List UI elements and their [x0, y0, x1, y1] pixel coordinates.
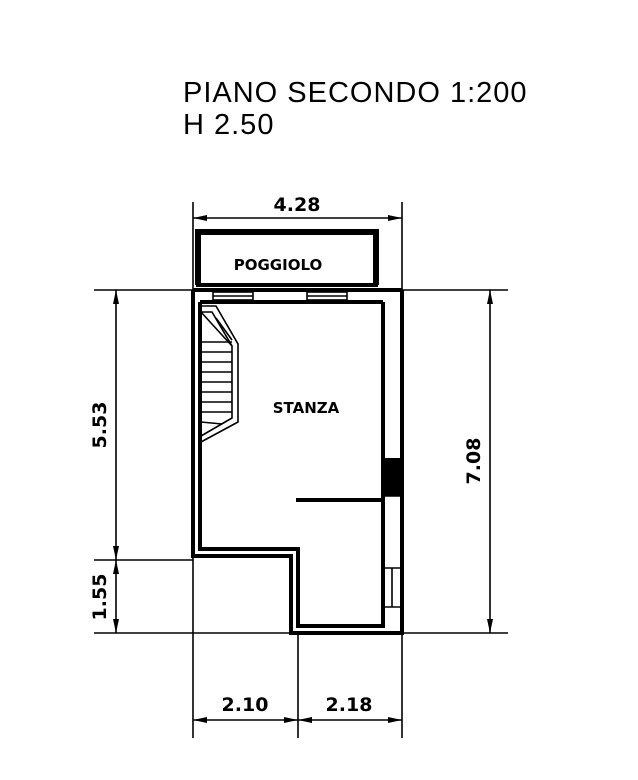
dimension-left-lower: 1.55	[89, 560, 119, 633]
balcony-label: POGGIOLO	[234, 256, 322, 274]
plan-title: PIANO SECONDO 1:200	[183, 77, 528, 109]
dimension-left-upper-label: 5.53	[89, 402, 111, 449]
balcony: POGGIOLO	[195, 229, 379, 287]
dimension-left-upper: 5.53	[89, 290, 119, 560]
dimension-top-width: 4.28	[192, 194, 403, 560]
dimension-bottom: 2.10 2.18	[192, 560, 403, 738]
building-walls	[191, 288, 404, 635]
plan-height-label: H 2.50	[183, 109, 274, 141]
room-label-stanza: STANZA	[273, 399, 340, 417]
dimension-bottom-right-label: 2.18	[326, 694, 373, 716]
dimension-bottom-left-label: 2.10	[222, 694, 269, 716]
dimension-right-total: 7.08	[463, 290, 493, 633]
staircase	[200, 305, 239, 443]
window-top-right	[306, 291, 348, 301]
dimension-right-total-label: 7.08	[463, 438, 485, 485]
window-top-left	[212, 291, 254, 301]
dimension-top-width-label: 4.28	[274, 194, 321, 216]
dimension-left-lower-label: 1.55	[89, 574, 111, 621]
